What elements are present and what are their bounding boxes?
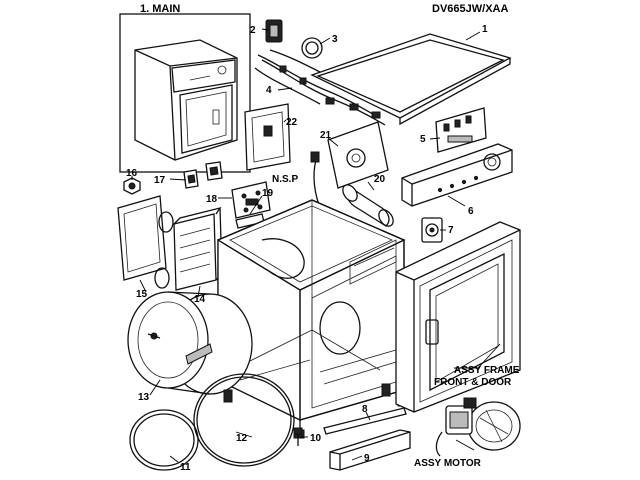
callout-17: 17 (154, 175, 166, 186)
main-title: 1. MAIN (140, 3, 180, 15)
main-assembly-inset (119, 13, 251, 173)
motor-assembly (435, 397, 521, 457)
callout-22: 22 (286, 117, 298, 128)
part-12-drum-belt (193, 373, 295, 467)
callout-21: 21 (320, 130, 332, 141)
callout-16: 16 (126, 168, 138, 179)
part-1-top-cover (310, 33, 512, 126)
assy-motor-label: ASSY MOTOR (414, 458, 482, 469)
model-number: DV665JW/XAA (432, 3, 508, 15)
drum-rollers (223, 383, 391, 403)
part-5-control-pcb (435, 107, 487, 153)
callout-2: 2 (250, 25, 256, 36)
callout-5: 5 (420, 134, 426, 145)
part-18-bracket (231, 181, 271, 219)
part-9-kick-panel (329, 429, 411, 471)
callout-19: 19 (262, 188, 274, 199)
part-8-strip (323, 407, 407, 435)
part-16-nut (123, 177, 141, 195)
part-20-exhaust-duct (342, 184, 394, 227)
part-7-sensor (421, 217, 443, 243)
part-22-pcb-plate (244, 103, 291, 171)
callout-8: 8 (362, 404, 368, 415)
part-3-ring (301, 37, 323, 59)
callout-11: 11 (180, 462, 191, 473)
callout-1: 1 (482, 24, 488, 35)
callout-20: 20 (374, 174, 386, 185)
callout-4: 4 (266, 85, 272, 96)
part-21-back-panel (327, 121, 389, 189)
assy-frame-label-line1: ASSY FRAME (454, 365, 520, 376)
callout-13: 13 (138, 392, 150, 403)
callout-10: 10 (310, 433, 322, 444)
nsp-label: N.S.P (272, 174, 298, 185)
callout-12: 12 (236, 433, 248, 444)
callout-numbers: 1 2 3 4 5 6 7 8 9 10 11 12 13 14 15 16 1… (126, 24, 488, 473)
part-2-connector (265, 19, 283, 43)
callout-6: 6 (468, 206, 474, 217)
callout-3: 3 (332, 34, 338, 45)
callout-14: 14 (194, 294, 206, 305)
leader-lines (131, 28, 501, 463)
part-13-drum (127, 291, 253, 395)
part-15-filter-housing (117, 195, 174, 289)
part-11-front-seal (129, 409, 199, 471)
callout-15: 15 (136, 289, 148, 300)
part-14-heater (173, 206, 223, 291)
main-cabinet (217, 199, 409, 439)
part-17-clips (183, 161, 223, 189)
callout-18: 18 (206, 194, 218, 205)
callout-9: 9 (364, 453, 370, 464)
assy-frame-label-line2: FRONT & DOOR (434, 377, 512, 388)
part-10-leg-screw (293, 427, 303, 446)
callout-7: 7 (448, 225, 454, 236)
part-6-control-panel (401, 143, 513, 207)
